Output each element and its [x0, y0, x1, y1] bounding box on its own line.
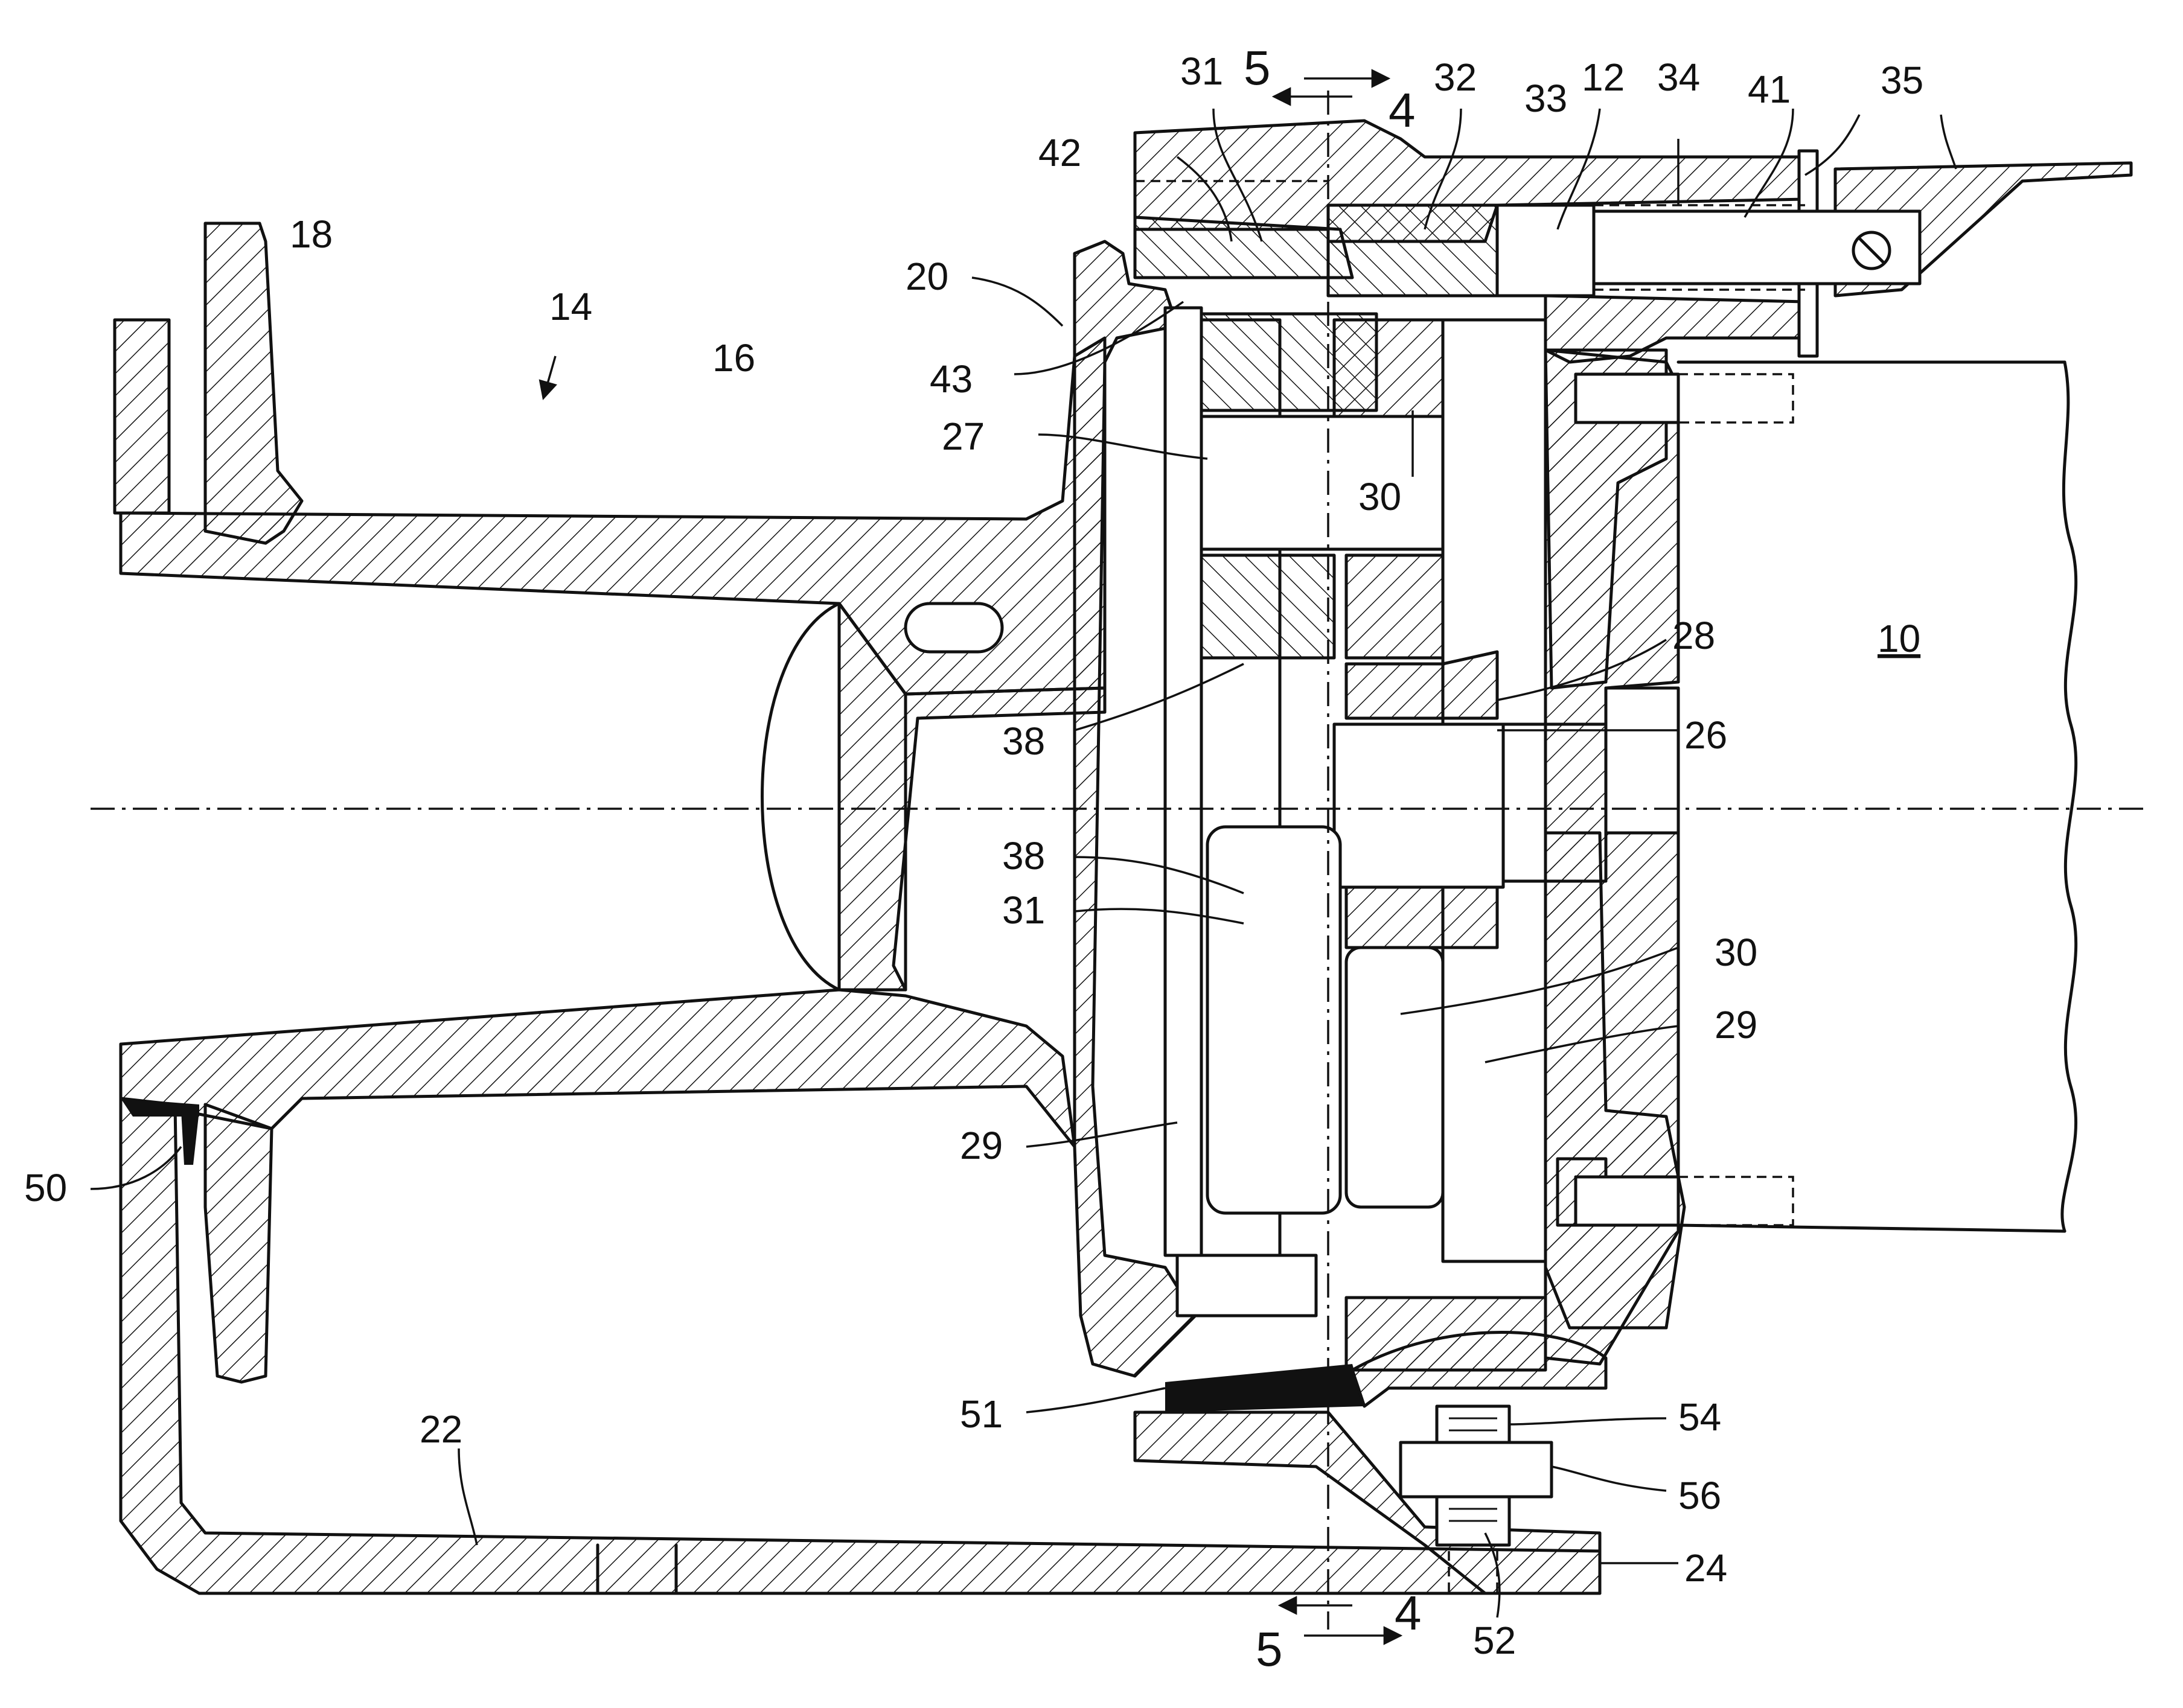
motor-body: [1545, 350, 2076, 1364]
label-18: 18: [290, 212, 333, 256]
label-33: 33: [1524, 77, 1567, 120]
label-38-mid: 38: [1002, 834, 1045, 878]
label-38-top: 38: [1002, 719, 1045, 763]
label-29-left: 29: [960, 1124, 1003, 1167]
label-14: 14: [549, 285, 592, 328]
label-20: 20: [906, 255, 948, 298]
label-35: 35: [1881, 59, 1923, 102]
label-56: 56: [1678, 1474, 1721, 1517]
label-42: 42: [1038, 131, 1081, 174]
label-26: 26: [1684, 713, 1727, 757]
label-32: 32: [1434, 56, 1477, 99]
label-34: 34: [1657, 56, 1700, 99]
label-50: 50: [24, 1166, 67, 1209]
label-24: 24: [1684, 1546, 1727, 1590]
label-41: 41: [1748, 68, 1791, 111]
label-5-top: 5: [1244, 41, 1271, 95]
label-28: 28: [1672, 614, 1715, 657]
label-12: 12: [1582, 56, 1625, 99]
label-43: 43: [930, 357, 973, 401]
label-51: 51: [960, 1392, 1003, 1436]
label-5-bottom: 5: [1256, 1622, 1283, 1676]
label-16: 16: [712, 336, 755, 380]
label-30-mid: 30: [1715, 931, 1757, 974]
label-4-top: 4: [1389, 83, 1416, 137]
label-10: 10: [1878, 617, 1920, 660]
label-52: 52: [1473, 1619, 1516, 1662]
label-27: 27: [942, 415, 985, 458]
label-31-mid: 31: [1002, 888, 1045, 932]
label-31-top: 31: [1180, 49, 1223, 93]
label-54: 54: [1678, 1395, 1721, 1439]
label-22: 22: [420, 1407, 462, 1451]
label-30-top: 30: [1358, 475, 1401, 518]
label-4-bottom: 4: [1395, 1586, 1422, 1640]
label-29-right: 29: [1715, 1003, 1757, 1047]
